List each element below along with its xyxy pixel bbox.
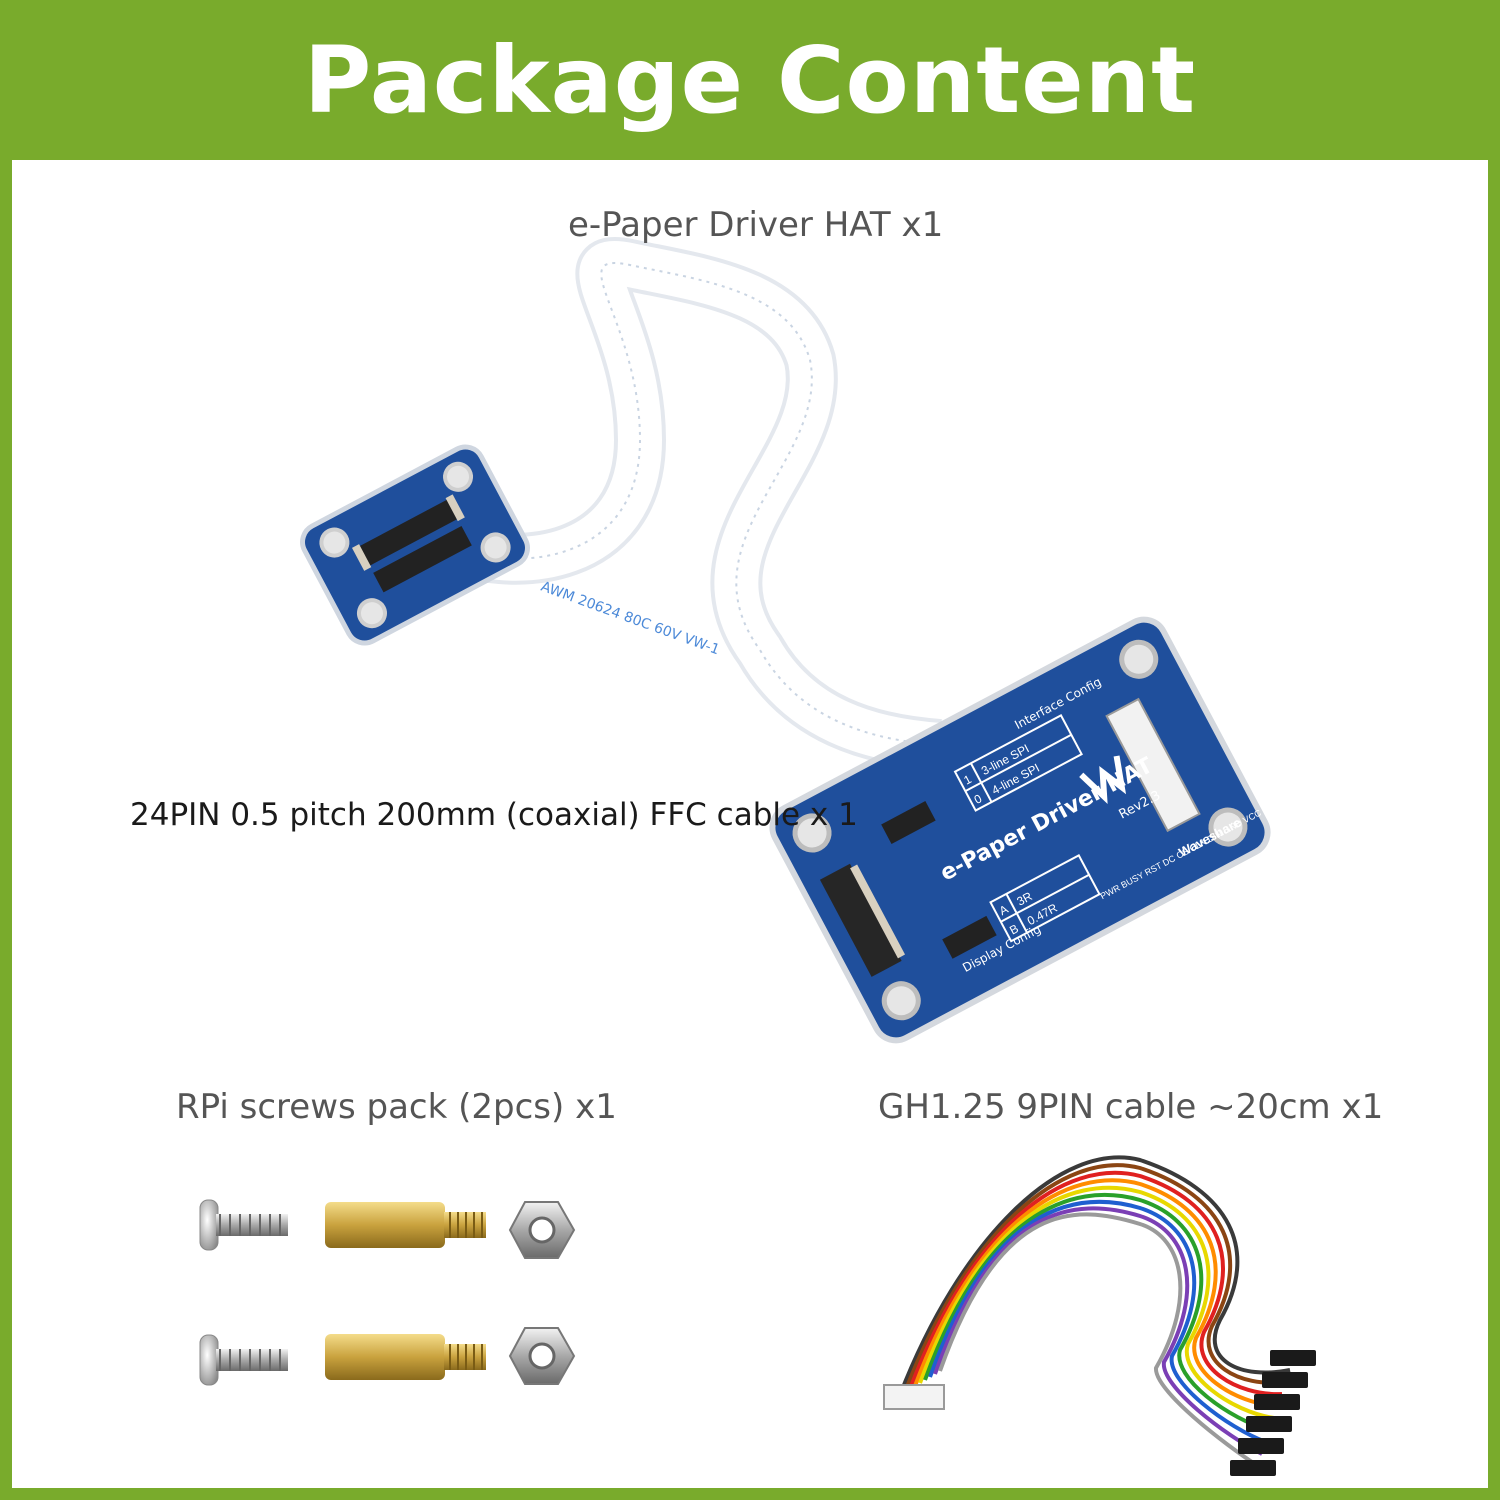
item-label-gh-cable: GH1.25 9PIN cable ~20cm x1 xyxy=(878,1087,1384,1127)
res-3r-text: 3R xyxy=(1015,889,1035,909)
gh-connector-icon xyxy=(883,1384,945,1410)
screws-pack xyxy=(199,1199,576,1386)
page-title: Package Content xyxy=(303,26,1197,134)
standoff-icon xyxy=(325,1202,486,1248)
item-label-hat: e-Paper Driver HAT x1 xyxy=(568,205,944,245)
screw-icon xyxy=(199,1334,288,1386)
hex-nut-icon xyxy=(508,1327,576,1385)
adapter-board xyxy=(300,444,530,646)
cable-print-text: AWM 20624 80C 60V VW-1 xyxy=(539,579,722,659)
item-label-screws: RPi screws pack (2pcs) x1 xyxy=(176,1087,617,1127)
gh-cable xyxy=(898,1155,1291,1468)
waveshare-logo-icon xyxy=(1079,755,1127,805)
screw-icon xyxy=(199,1199,288,1251)
standoff-icon xyxy=(325,1334,486,1380)
dupont-connectors-icon xyxy=(1230,1350,1316,1476)
header-banner: Package Content xyxy=(0,0,1500,160)
driver-hat-board: e-Paper Driver HAT Rev2.3 Interface Conf… xyxy=(769,616,1271,1044)
hex-nut-icon xyxy=(508,1201,576,1259)
item-label-ffc: 24PIN 0.5 pitch 200mm (coaxial) FFC cabl… xyxy=(130,797,858,833)
